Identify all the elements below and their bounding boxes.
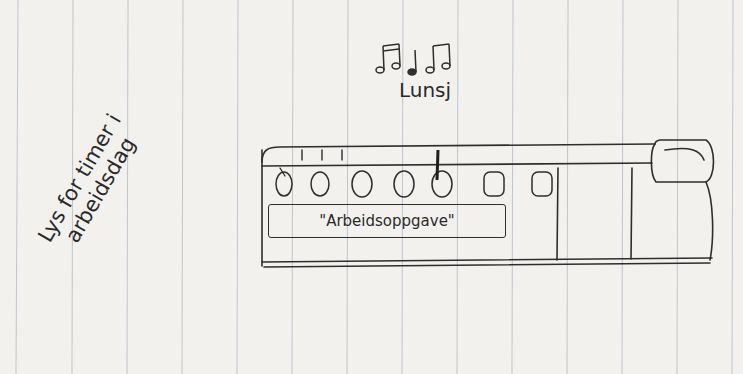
task-box: "Arbeidsoppgave": [268, 204, 506, 238]
lunch-label: Lunsj: [390, 78, 460, 102]
note-text: Lys for timer i arbeidsdag: [19, 85, 161, 282]
music-notes: [376, 44, 450, 75]
task-text: "Arbeidsoppgave": [319, 212, 455, 230]
tick-marks: [280, 150, 342, 176]
paper-lines: [16, 0, 733, 374]
device-body: [262, 140, 714, 267]
hour-lights: [276, 171, 552, 197]
lunch-marker: [437, 150, 438, 180]
